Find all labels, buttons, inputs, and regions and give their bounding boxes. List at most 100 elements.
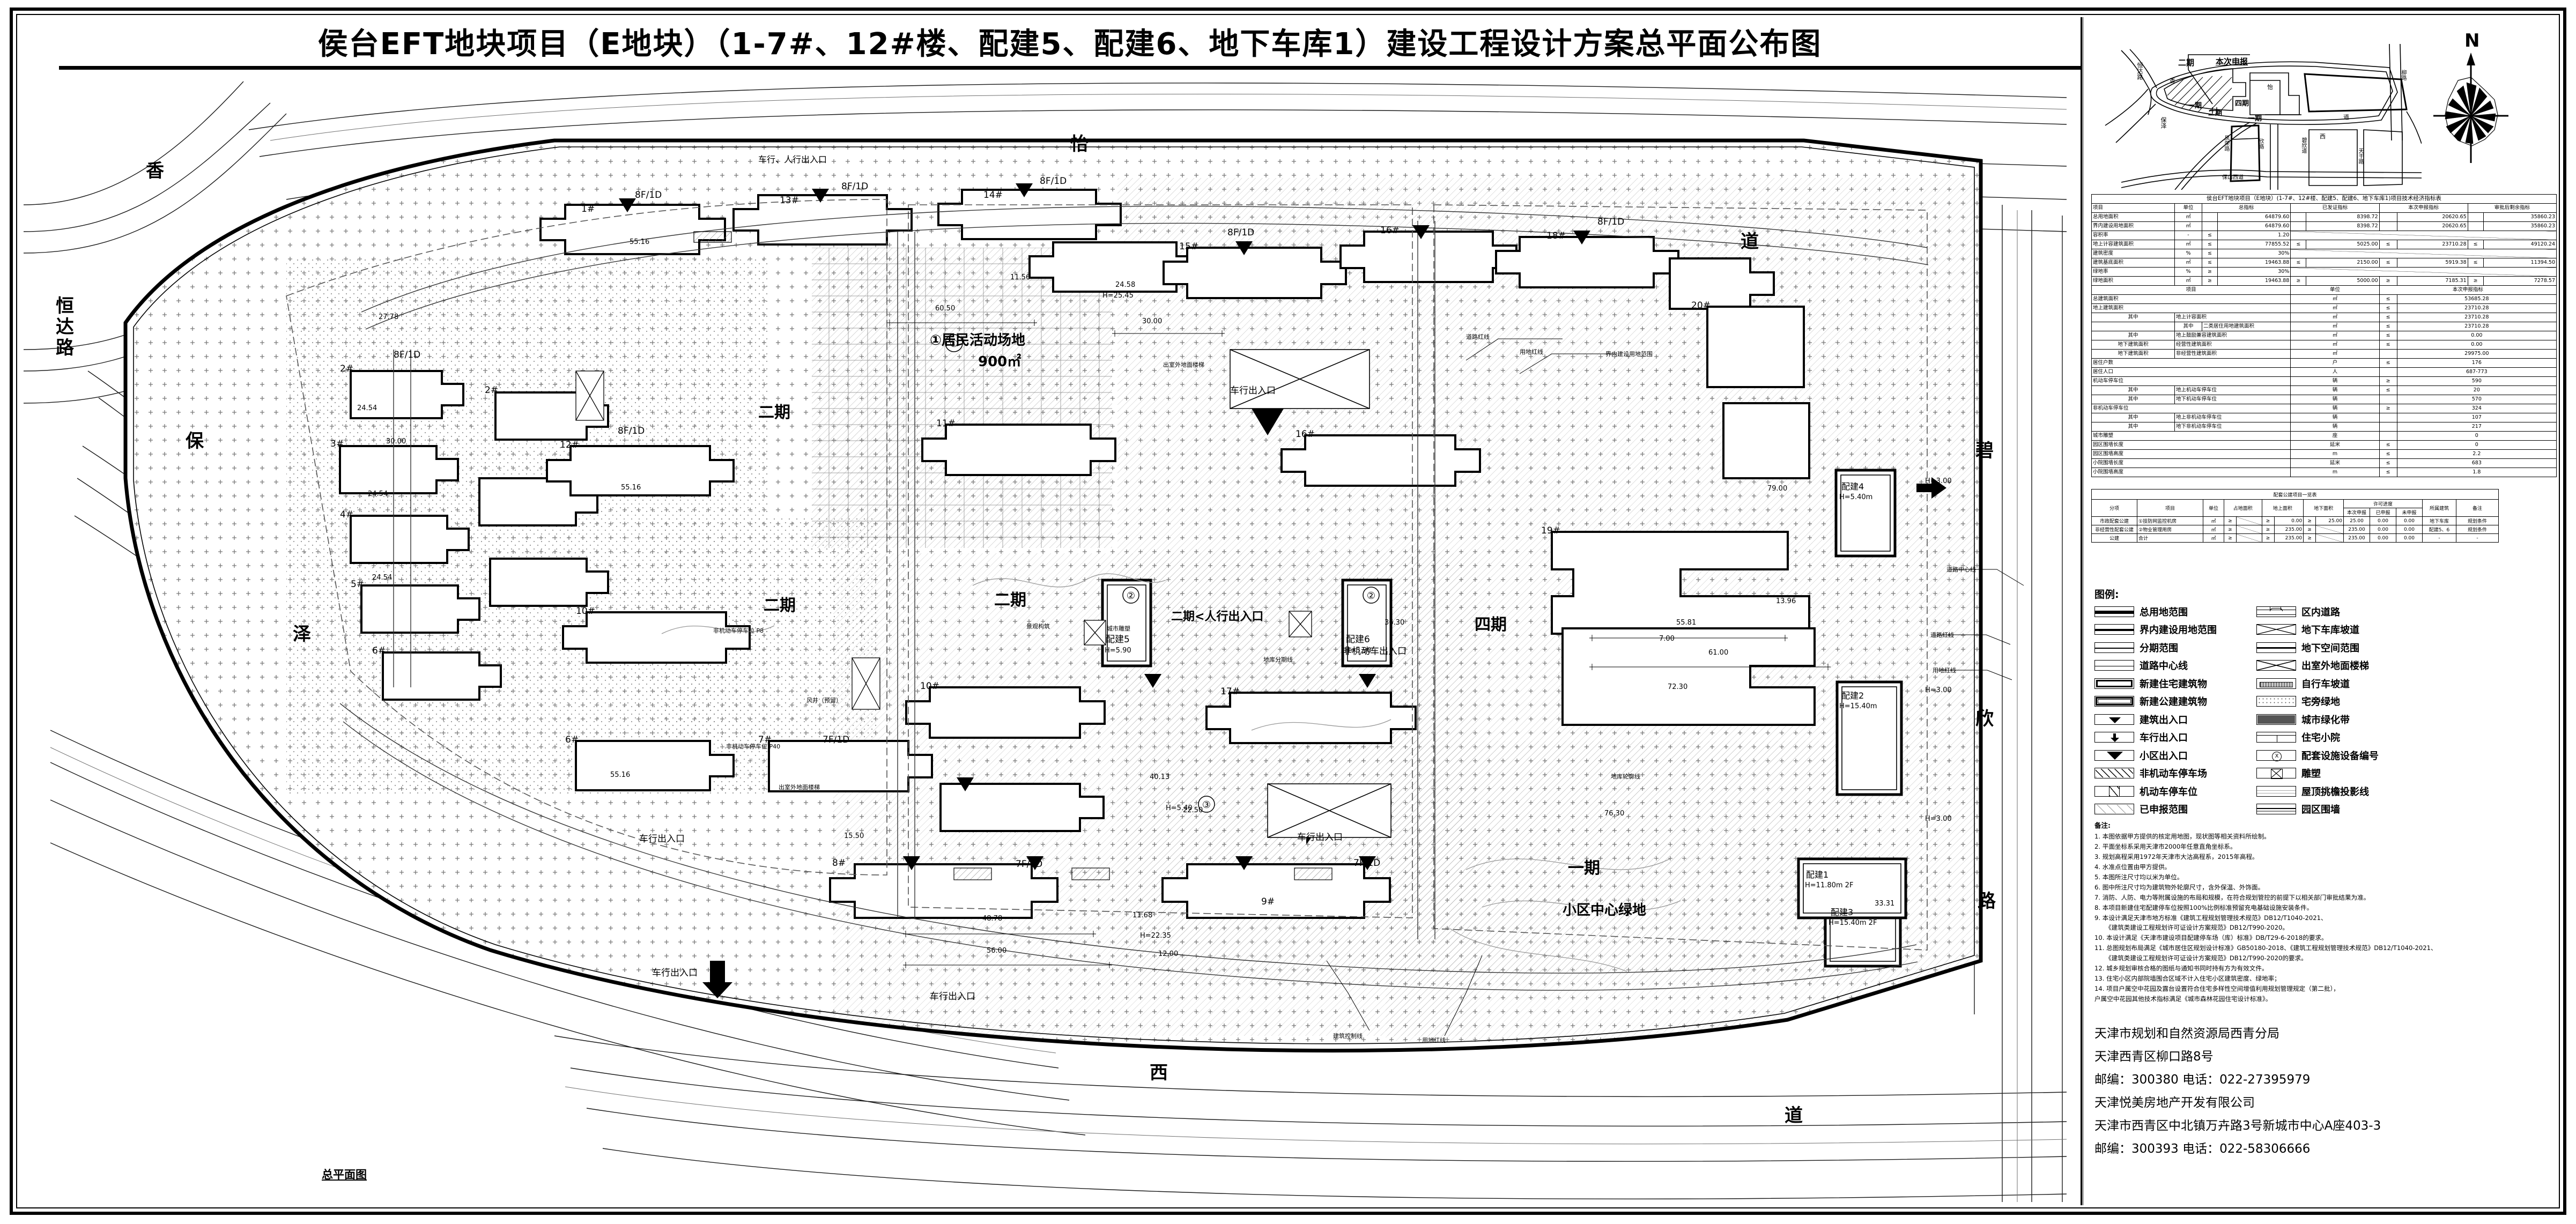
annex-height-peijian1: H=11.80m 2F	[1805, 881, 1854, 889]
narrow-slash-swatch	[2094, 785, 2134, 797]
building-floors-2: 8F/1D	[394, 350, 421, 360]
legend-item: 机动车停车位	[2094, 785, 2217, 798]
phase-label-2a: 二期	[764, 596, 796, 615]
road-label-lu: 路	[1978, 891, 1996, 912]
drawing-inner-border	[16, 14, 2560, 1208]
note-line: 《建筑类建设工程规划许可证设计方案规范》DB12/T990-2020的要求。	[2105, 954, 2307, 962]
building-no-10b: 10#	[920, 681, 939, 692]
arrow-down-swatch	[2094, 732, 2134, 743]
boxed-x-swatch	[2256, 660, 2296, 671]
annex-peijian2	[1835, 680, 1903, 796]
legend-item: 园区围墙	[2256, 803, 2379, 815]
legend-item-label: 屋顶挑檐投影线	[2301, 786, 2369, 798]
phase-label-2b: 二期	[994, 591, 1026, 610]
road-label-hengda: 恒达路	[56, 295, 74, 359]
building-no-2: 2#	[340, 364, 354, 374]
big-triangle-down-swatch	[2094, 750, 2134, 761]
side-panel: 二期 本次申报 一期 二期 四期 一期 恒达路 香 怡 道 保泽 凤荣路 欣路 …	[2087, 17, 2562, 1205]
public-facility-table: 配套公建项目一览表分项项目单位占地面积地上面积地下面积许可进度所属建筑备注本次申…	[2091, 489, 2499, 543]
light-hatch-swatch	[2094, 804, 2134, 814]
height-3-00-b: H=3.00	[1925, 686, 1952, 694]
drawing-title-bar: 侯台EFT地块项目（E地块）（1-7#、12#楼、配建5、配建6、地下车库1）建…	[59, 17, 2081, 70]
building-no-7: 7#	[758, 735, 772, 745]
keyplan-road-baoze: 保泽	[2160, 117, 2167, 129]
label-garage-outline: 地库轮廓线	[1611, 773, 1640, 780]
annex-label-peijian4: 配建4	[1841, 481, 1864, 492]
dim-61-00: 61.00	[1708, 649, 1729, 657]
height-22-35: H=22.35	[1140, 932, 1171, 940]
dot-pattern-swatch	[2256, 696, 2296, 707]
note-line: 8. 本项目新建住宅配建停车位按照100%比例标准预留充电基础设施安装条件。	[2094, 903, 2313, 911]
keyplan-road-xiang: 香	[2170, 77, 2175, 84]
annex-height-peijian5: H=5.90	[1105, 647, 1131, 655]
tech-table-header: 项目单位总指标已发证指标本次申报指标审批后剩余指标	[2091, 203, 2557, 213]
footer-line: 天津悦美房地产开发有限公司	[2094, 1096, 2255, 1110]
building-floors-1: 8F/1D	[635, 190, 662, 201]
building-no-17: 17#	[1220, 686, 1240, 697]
building-no-3: 3#	[330, 439, 344, 449]
thick-center-line-swatch	[2256, 642, 2296, 653]
keyplan-road-fengrong: 凤荣路	[2223, 135, 2229, 151]
building-no-16b: 16#	[1296, 429, 1315, 440]
dim-11-56: 11.56	[1010, 273, 1031, 281]
building-floors-12: 8F/1D	[618, 426, 645, 436]
building-no-4: 4#	[340, 509, 354, 520]
site-boundary	[123, 138, 1983, 1053]
annex-label-peijian3: 配建3	[1831, 907, 1854, 917]
building-no-10: 10#	[576, 606, 595, 617]
phase-label-4: 四期	[1475, 615, 1507, 634]
legend-item-label: 地下车库坡道	[2301, 625, 2359, 636]
svg-text:①: ①	[950, 338, 958, 350]
footer-line: 邮编：300393 电话：022-58306666	[2094, 1142, 2311, 1156]
svg-text:③: ③	[1202, 799, 1211, 811]
legend-item-label: 新建公建建筑物	[2140, 696, 2207, 708]
legend-item-label: 宅旁绿地	[2301, 696, 2340, 708]
legend-column-right: 区内道路地下车库坡道地下空间范围出室外地面楼梯自行车坡道宅旁绿地城市绿化带住宅小…	[2256, 605, 2379, 815]
legend-item: 建筑出入口	[2094, 713, 2217, 726]
dim-79-00: 79.00	[1767, 485, 1788, 493]
legend-item: 雕塑	[2256, 767, 2379, 780]
cross-x-swatch	[2256, 624, 2296, 635]
keyplan-phase1-a: 一期	[2188, 102, 2202, 110]
public-table-caption: 配套公建项目一览表	[2091, 489, 2499, 500]
annex-label-peijian6: 配建6	[1346, 634, 1370, 645]
height-3-00-c: H=3.00	[1925, 815, 1952, 823]
legend-item-label: 已申报范围	[2140, 804, 2188, 815]
building-no-8: 8#	[832, 858, 846, 869]
dim-55-81: 55.81	[1676, 619, 1697, 627]
entrance-label-vehicle-n: 车行出入口	[1230, 385, 1276, 396]
legend-item-label: 建筑出入口	[2140, 714, 2188, 726]
road-label-dao-top: 道	[1741, 231, 1759, 253]
entrance-label-vehicle-w: 车行出入口	[639, 834, 685, 844]
legend-item-label: 城市绿化带	[2301, 714, 2350, 726]
compass-north-label: N	[2464, 30, 2480, 51]
keyplan-phase4: 四期	[2235, 100, 2249, 108]
legend-item: 出室外地面楼梯	[2256, 659, 2379, 672]
double-outline-swatch	[2094, 696, 2134, 707]
legend-item-label: 雕塑	[2301, 768, 2321, 780]
entrance-label-pedestrian-2: 二期<人行出入口	[1171, 610, 1264, 624]
height-3-00-a: H=3.00	[1925, 477, 1952, 485]
label-activity-area-size: 900㎡	[978, 354, 1021, 370]
annex-height-peijian4: H=5.40m	[1839, 493, 1873, 501]
dim-76-30: 76.30	[1604, 810, 1625, 818]
legend-item-label: 新建住宅建筑物	[2140, 678, 2207, 690]
label-nonmotor-parking-p8: 非机动车停车位 P8	[713, 627, 764, 634]
road-label-yi: 怡	[1070, 133, 1089, 155]
building-floors-18: 8F/1D	[1597, 217, 1625, 227]
legend-item: 新建公建建筑物	[2094, 695, 2217, 708]
phase-label-1: 一期	[1568, 859, 1600, 878]
road-label-xi: 西	[1150, 1062, 1168, 1084]
note-line: 2. 平面坐标系采用天津市2000年任意直角坐标系。	[2094, 843, 2237, 851]
building-no-11: 11#	[936, 418, 956, 429]
keyplan-road-tiangan: 天干路	[2357, 148, 2363, 164]
label-land-redline-s: 用地红线	[1422, 1037, 1446, 1044]
technical-indicator-table: 侯台EFT地块项目（E地块）(1-7#、12#楼、配建5、配建6、地下车库1)项…	[2091, 194, 2557, 477]
dim-7-00: 7.00	[1659, 635, 1675, 643]
road-label-xiang: 香	[146, 160, 164, 182]
note-line: 4. 水准点位置由甲方提供。	[2094, 863, 2171, 871]
